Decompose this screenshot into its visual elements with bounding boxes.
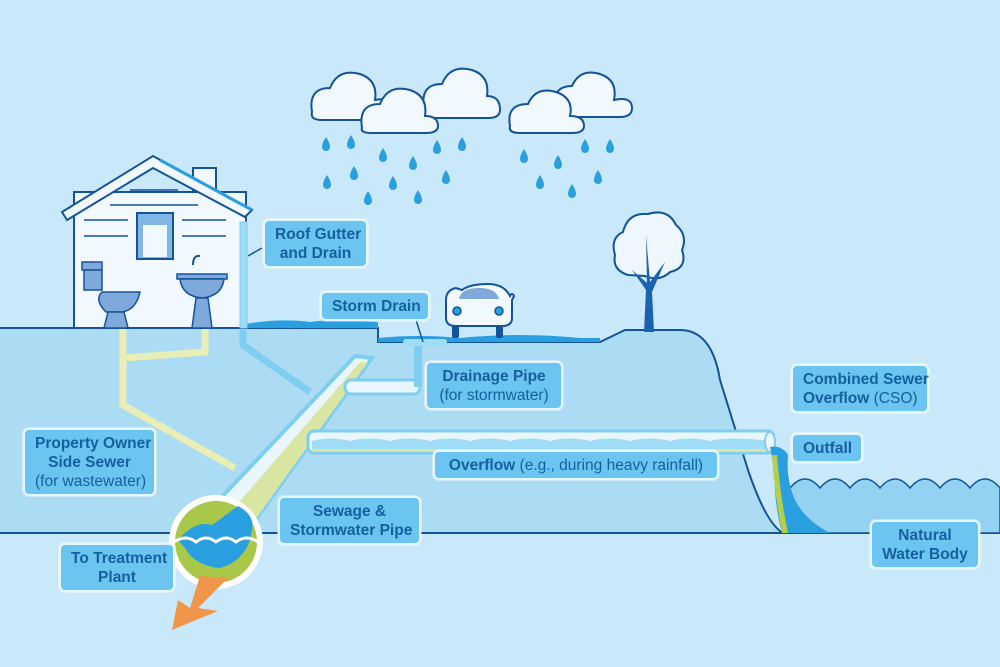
- cloud-icon: [360, 87, 440, 134]
- tree-icon: [612, 211, 685, 332]
- label-storm-drain: Storm Drain: [320, 291, 430, 321]
- label-property-owner-side-sewer: Property Owner Side Sewer (for wastewate…: [23, 428, 156, 496]
- label-subtext: (e.g., during heavy rainfall): [515, 457, 704, 474]
- ground-surface-line: [0, 327, 791, 536]
- pipe-cross-section: [169, 495, 263, 589]
- raindrop-icon: [581, 139, 589, 153]
- house: [60, 154, 254, 329]
- raindrop-icon: [322, 137, 330, 151]
- raindrop-icon: [568, 184, 576, 198]
- label-to-treatment-plant: To Treatment Plant: [59, 543, 175, 592]
- raindrop-icon: [433, 140, 441, 154]
- label-roof-gutter-and-drain: Roof Gutter and Drain: [263, 219, 368, 268]
- car-icon: [445, 282, 516, 338]
- sewage-flow: [228, 362, 368, 520]
- raindrop-icon: [323, 175, 331, 189]
- label-combined-sewer-overflow: Combined Sewer Overflow (CSO): [791, 364, 929, 413]
- label-text: Plant: [98, 569, 136, 586]
- label-text: Side Sewer: [48, 454, 131, 471]
- outfall-sewage-stream: [772, 455, 788, 533]
- toilet-icon: [81, 261, 141, 329]
- raindrop-icon: [520, 149, 528, 163]
- raindrop-icon: [414, 190, 422, 204]
- overflow-pipe-water: [312, 438, 770, 450]
- clouds: [310, 67, 634, 134]
- outfall-stream: [770, 446, 830, 533]
- label-outfall: Outfall: [791, 433, 863, 463]
- label-text: Roof Gutter: [275, 226, 362, 243]
- label-text: Natural: [898, 527, 952, 544]
- cloud-icon: [508, 89, 586, 134]
- raindrop-icon: [606, 139, 614, 153]
- label-subtext: (CSO): [869, 390, 918, 407]
- raindrop-icon: [536, 175, 544, 189]
- raindrops: [322, 135, 614, 205]
- raindrop-icon: [594, 170, 602, 184]
- raindrop-icon: [350, 166, 358, 180]
- label-text: Water Body: [882, 546, 968, 563]
- raindrop-icon: [442, 170, 450, 184]
- side-sewer-pipes: [119, 328, 237, 472]
- raindrop-icon: [389, 176, 397, 190]
- label-text: To Treatment: [71, 550, 168, 567]
- treatment-plant-arrow-icon: [172, 576, 228, 630]
- leader-line-storm-drain: [415, 319, 424, 343]
- raindrop-icon: [379, 148, 387, 162]
- label-sewage-stormwater-pipe: Sewage & Stormwater Pipe: [278, 496, 421, 545]
- raindrop-icon: [458, 137, 466, 151]
- label-text: Combined Sewer: [803, 371, 929, 388]
- label-text: Drainage Pipe: [442, 368, 546, 385]
- label-text: Stormwater Pipe: [290, 522, 413, 539]
- label-subtext: (for wastewater): [35, 473, 147, 490]
- label-text: Overflow: [448, 457, 516, 474]
- sink-icon: [176, 254, 228, 329]
- roof-gutter-downspout: [239, 221, 248, 329]
- natural-water-body: [789, 478, 1000, 534]
- label-subtext: (for stormwater): [439, 387, 549, 404]
- label-text: Storm Drain: [332, 298, 421, 315]
- label-text: Sewage &: [312, 503, 387, 520]
- drainage-pipe: [343, 378, 422, 396]
- raindrop-icon: [409, 156, 417, 170]
- storm-drain-grate: [403, 339, 447, 346]
- label-text: and Drain: [279, 245, 352, 262]
- label-text: Property Owner: [35, 435, 152, 452]
- street-water: [245, 320, 378, 328]
- label-text: Outfall: [803, 440, 853, 457]
- raindrop-icon: [364, 191, 372, 205]
- leader-line-roof-gutter: [247, 247, 263, 257]
- label-overflow: Overflow (e.g., during heavy rainfall): [433, 450, 719, 480]
- label-drainage-pipe: Drainage Pipe (for stormwater): [425, 361, 563, 410]
- label-natural-water-body: Natural Water Body: [870, 520, 980, 569]
- raindrop-icon: [554, 155, 562, 169]
- cloud-icon: [422, 67, 502, 119]
- label-text: Overflow: [803, 390, 870, 407]
- raindrop-icon: [347, 135, 355, 149]
